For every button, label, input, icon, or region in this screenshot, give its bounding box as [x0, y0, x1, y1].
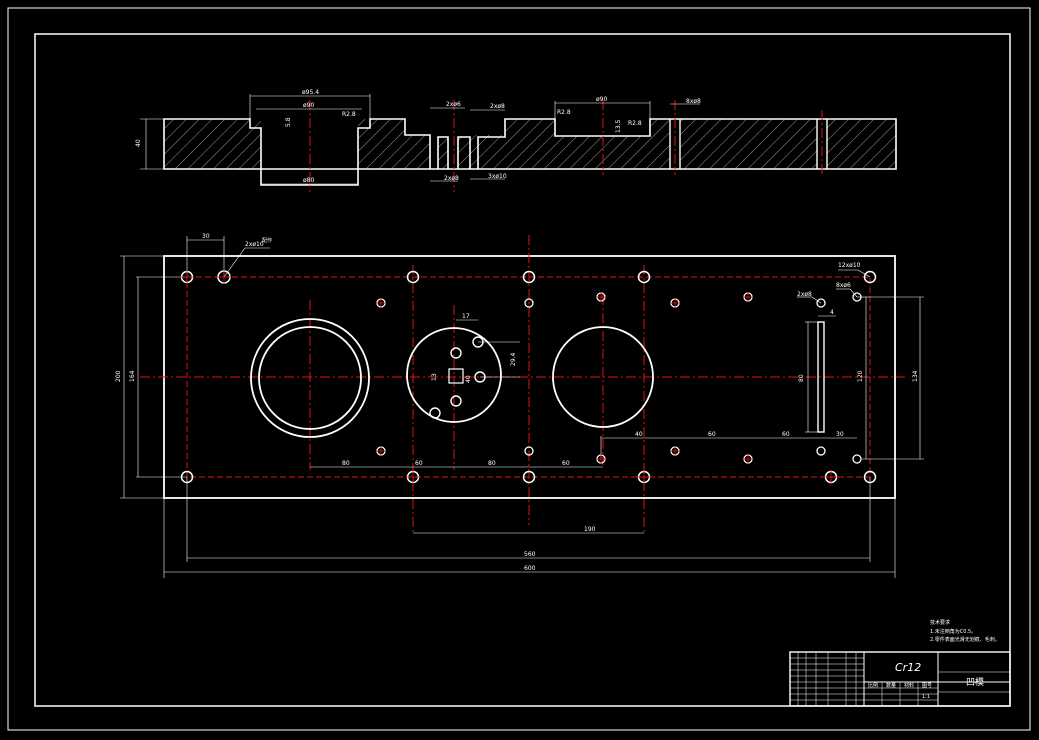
dim-top-0: ø95.4 [302, 89, 319, 96]
tech-requirements: 技术要求 1.未注倒角为C0.5。 2.零件表面光滑无划痕、毛刺。 [930, 619, 1000, 643]
chain-r-2: 60 [782, 431, 790, 438]
callout-left: 2xø10 [245, 241, 264, 248]
chain-b-1: 60 [415, 460, 423, 467]
dim-top-1: ø90 [303, 102, 314, 109]
section-height-dim: 40 [135, 139, 142, 147]
tb-cell-3: 图号 [922, 683, 932, 689]
dim-134: 134 [912, 370, 919, 382]
material-label: Cr12 [895, 661, 921, 674]
chain-r-3: 30 [836, 431, 844, 438]
section-view: 40 ø95.4 ø90 R2.8 2xø6 2xø8 ø90 R2.8 8xø… [135, 89, 897, 192]
slot [817, 321, 825, 433]
dim-side-0: 5.8 [285, 117, 292, 127]
title-block: Cr12 凹模 比例 数量 材料 图号 1:1 [789, 651, 1011, 707]
dim-top-4: 2xø8 [490, 103, 505, 110]
dim-40: 40 [465, 375, 472, 383]
chain-b-2: 80 [488, 460, 496, 467]
outer-frame [7, 7, 1031, 731]
tech-req-item-2: 2.零件表面光滑无划痕、毛刺。 [930, 636, 1000, 643]
dim-height-total: 200 [115, 370, 122, 382]
chain-b-3: 60 [562, 460, 570, 467]
dim-width-holes: 560 [524, 551, 536, 558]
tb-cell-2: 材料 [904, 682, 914, 689]
chain-r-1: 60 [708, 431, 716, 438]
dim-bottom-0: ø80 [303, 177, 314, 184]
dim-top-7: 8xø8 [686, 98, 701, 105]
tb-cell-1: 数量 [886, 682, 896, 689]
dim-top-3: 2xø6 [446, 101, 461, 108]
dim-offset-30: 30 [202, 233, 210, 240]
callout-right-2: 8xø6 [836, 282, 851, 289]
dim-top-2: R2.8 [342, 111, 356, 118]
dim-side-1: 13.5 [615, 119, 622, 133]
dim-top-5: ø90 [596, 96, 607, 103]
round-opening-2 [406, 327, 502, 423]
tb-scale: 1:1 [922, 694, 930, 700]
slot-width: 4 [830, 309, 834, 316]
dim-120: 120 [857, 370, 864, 382]
dim-top-6: R2.8 [557, 109, 571, 116]
part-name: 凹模 [966, 677, 984, 688]
dim-190: 190 [584, 526, 596, 533]
callout-left-sup: 配作 [262, 237, 272, 244]
dim-side-1b: R2.8 [628, 120, 642, 127]
round-opening-1-outer [250, 318, 370, 438]
dim-bottom-2: 3xø10 [488, 173, 507, 180]
chain-b-0: 80 [342, 460, 350, 467]
chain-r-0: 40 [635, 431, 643, 438]
dim-width-total: 600 [524, 565, 536, 572]
center-circle-holes [429, 336, 486, 419]
tech-req-heading: 技术要求 [930, 619, 950, 626]
inner-frame [34, 33, 1011, 707]
callout-right-1: 12xø10 [838, 262, 861, 269]
dim-bottom-1: 2xø8 [444, 175, 459, 182]
plan-view: 600 560 190 200 164 30 2xø10 配作 12xø10 8… [115, 233, 924, 578]
round-opening-3 [552, 326, 654, 428]
dim-height-holes: 164 [129, 370, 136, 382]
dim-13: 13 [431, 373, 438, 381]
dim-17: 17 [462, 313, 470, 320]
round-opening-1-inner [258, 326, 362, 430]
slot-len: 80 [798, 374, 805, 382]
tech-req-item-1: 1.未注倒角为C0.5。 [930, 628, 976, 635]
callout-right-3: 2xø8 [797, 291, 812, 298]
dim-29-4: 29.4 [510, 352, 517, 366]
tb-cell-0: 比例 [868, 682, 878, 689]
